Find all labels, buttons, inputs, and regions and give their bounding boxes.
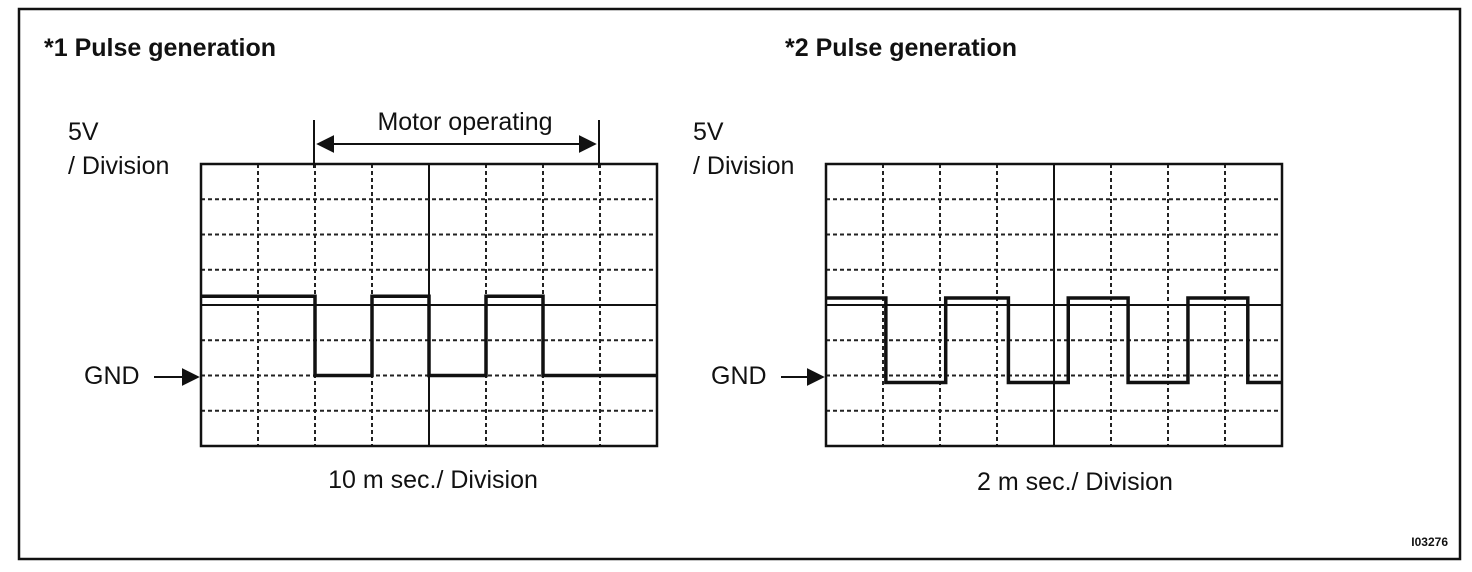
panel1-waveform [201, 294, 657, 378]
panel2-waveform [826, 296, 1282, 385]
panel2-title: *2 Pulse generation [785, 34, 1017, 62]
panel1-time-label: 10 m sec./ Division [328, 466, 538, 494]
panel1-title: *1 Pulse generation [44, 34, 276, 62]
panel-pulse1: *1 Pulse generation 5V / Division GND Mo… [44, 34, 659, 494]
panel2-voltage-division-label: / Division [693, 152, 794, 180]
panel1-motor-operating-label: Motor operating [377, 108, 552, 136]
reference-code: I03276 [1411, 535, 1448, 549]
panel1-gnd-label: GND [84, 362, 140, 390]
panel1-voltage-division-label: / Division [68, 152, 169, 180]
grid-border [824, 162, 1284, 448]
panel2-time-label: 2 m sec./ Division [977, 468, 1173, 496]
panel-pulse2: *2 Pulse generation 5V / Division GND 2 … [693, 34, 1284, 496]
grid-border [199, 162, 659, 448]
panel1-voltage-label: 5V [68, 118, 99, 146]
figure-frame [17, 7, 1462, 561]
panel2-oscilloscope-grid [824, 162, 1284, 448]
panel2-voltage-label: 5V [693, 118, 724, 146]
panel2-gnd-label: GND [711, 362, 767, 390]
